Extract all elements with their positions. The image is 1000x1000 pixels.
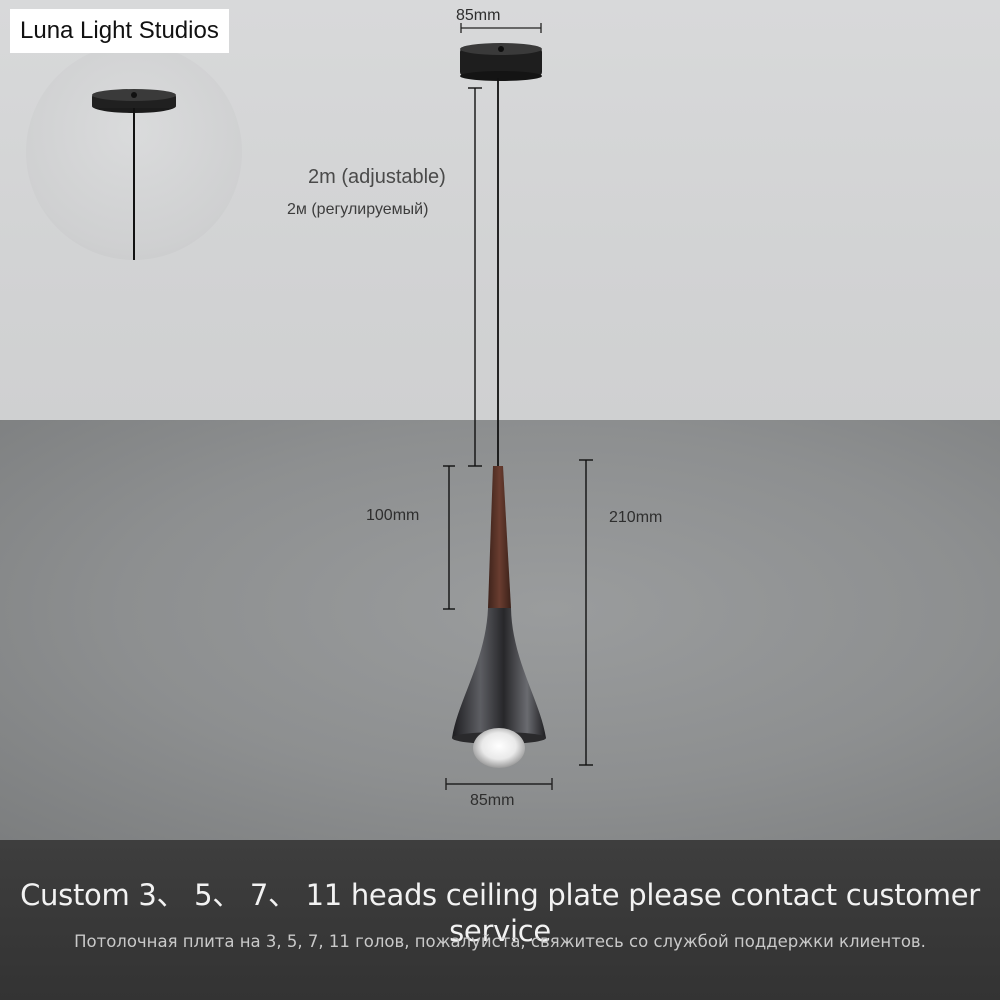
shade-width-dimension: [445, 778, 553, 790]
total-height-dimension: [579, 459, 593, 766]
canopy-detail-inset: [26, 44, 242, 260]
cable-length-label-ru: 2м (регулируемый): [287, 201, 429, 218]
stem-length-dimension: [443, 465, 455, 610]
cable-length-dimension: [468, 87, 482, 467]
inset-cable-grip: [131, 92, 137, 98]
brand-label: Luna Light Studios: [10, 9, 229, 53]
canopy-width-dimension: [460, 23, 542, 33]
canopy-width-label: 85mm: [456, 7, 501, 24]
canopy-detail-drawing: [92, 89, 176, 260]
cable-length-label-en: 2m (adjustable): [308, 166, 446, 188]
footer-caption-en: Custom 3、 5、 7、 11 heads ceiling plate p…: [20, 878, 980, 948]
footer-band: [0, 840, 1000, 1000]
chrome-shade: [452, 608, 546, 738]
ceiling-canopy: [460, 43, 542, 81]
footer-caption-ru: Потолочная плита на 3, 5, 7, 11 голов, п…: [74, 932, 926, 951]
walnut-stem: [488, 466, 511, 608]
shade-width-label: 85mm: [470, 792, 515, 809]
total-height-label: 210mm: [609, 509, 663, 526]
bulb-lens: [473, 728, 525, 768]
stem-length-label: 100mm: [366, 507, 420, 524]
